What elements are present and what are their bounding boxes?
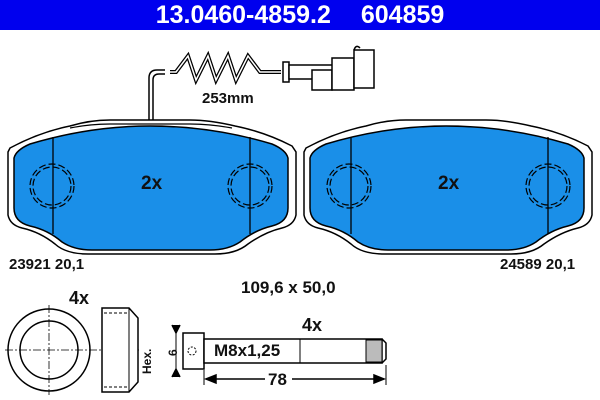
brake-pad-right bbox=[303, 119, 593, 255]
ref-number: 604859 bbox=[360, 0, 445, 29]
wear-sensor-icon bbox=[148, 45, 375, 128]
left-pad-qty: 2x bbox=[141, 173, 163, 194]
brake-pad-left bbox=[7, 119, 297, 255]
cap-qty: 4x bbox=[69, 288, 90, 308]
right-pad-code: 24589 20,1 bbox=[500, 256, 576, 273]
part-number: 13.0460-4859.2 bbox=[155, 0, 331, 29]
bolt-icon bbox=[171, 324, 387, 385]
header-bar: 13.0460-4859.2 604859 bbox=[0, 0, 600, 30]
pad-dimensions: 109,6 x 50,0 bbox=[241, 278, 336, 297]
cap-icon bbox=[5, 305, 140, 395]
left-pad-code: 23921 20,1 bbox=[9, 256, 85, 273]
hex-label: Hex. bbox=[140, 348, 154, 374]
bolt-qty: 4x bbox=[302, 315, 323, 335]
right-pad-qty: 2x bbox=[438, 173, 460, 194]
hex-size: 6 bbox=[166, 349, 180, 356]
bolt-length: 78 bbox=[268, 370, 287, 389]
bolt-thread: M8x1,25 bbox=[214, 341, 281, 360]
sensor-length-label: 253mm bbox=[202, 90, 254, 107]
